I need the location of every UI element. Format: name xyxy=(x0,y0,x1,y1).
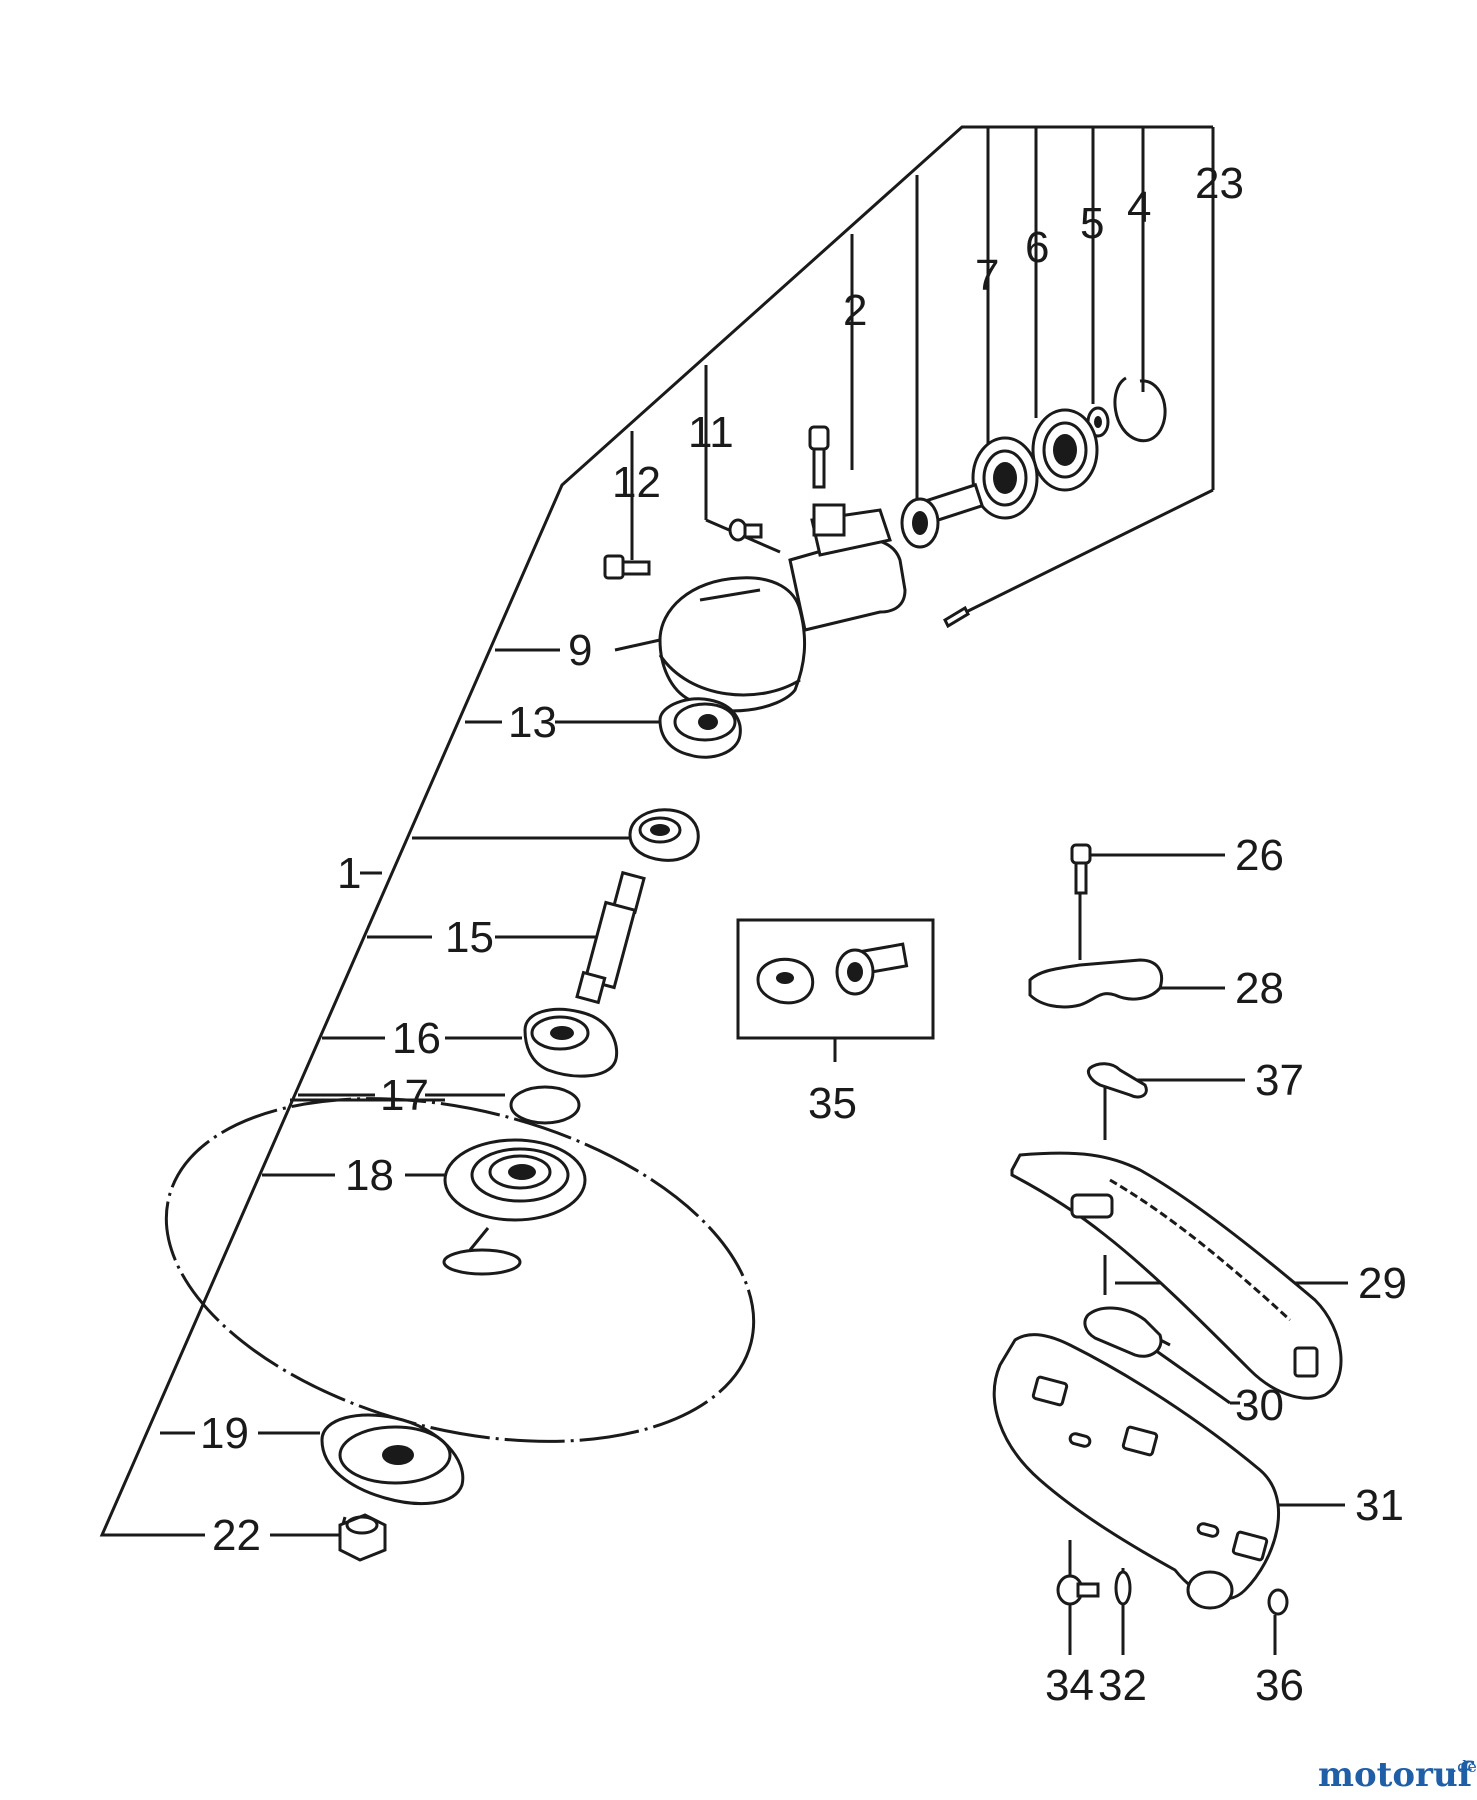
watermark-suffix: .de xyxy=(1452,1757,1477,1776)
label-6: 6 xyxy=(1025,223,1049,272)
bevel-gear xyxy=(628,808,700,862)
label-34: 34 xyxy=(1045,1661,1094,1710)
shaft-15 xyxy=(575,870,646,1005)
label-13: 13 xyxy=(508,698,557,747)
label-15: 15 xyxy=(445,913,494,962)
label-35: 35 xyxy=(808,1079,857,1128)
label-16: 16 xyxy=(392,1014,441,1063)
label-17: 17 xyxy=(380,1071,429,1120)
pinion-gear xyxy=(900,482,985,549)
label-4: 4 xyxy=(1127,183,1151,232)
label-7: 7 xyxy=(975,251,999,300)
label-23: 23 xyxy=(1195,159,1244,208)
clip-37 xyxy=(1086,1062,1148,1099)
label-9: 9 xyxy=(568,626,592,675)
label-18: 18 xyxy=(345,1151,394,1200)
blade-guard xyxy=(1010,1151,1343,1400)
circular-blade xyxy=(164,1097,756,1443)
guard-plate xyxy=(992,1333,1281,1610)
bolt-12 xyxy=(603,554,651,580)
blade-shaft-assembly xyxy=(164,808,756,1562)
bracket-30 xyxy=(1083,1306,1163,1358)
label-19: 19 xyxy=(200,1409,249,1458)
gear-kit xyxy=(756,942,909,1005)
bearing-16 xyxy=(523,1007,619,1078)
bolt-34 xyxy=(1056,1574,1100,1606)
blade-holder xyxy=(443,1138,587,1222)
label-1: 1 xyxy=(337,849,361,898)
label-30: 30 xyxy=(1235,1381,1284,1430)
bearing-13 xyxy=(658,697,742,759)
label-28: 28 xyxy=(1235,964,1284,1013)
label-31: 31 xyxy=(1355,1481,1404,1530)
label-36: 36 xyxy=(1255,1661,1304,1710)
part-labels: 23 4 5 6 7 2 11 12 9 13 1 15 16 17 18 19… xyxy=(200,159,1407,1710)
screw-2 xyxy=(808,425,830,489)
snap-ring xyxy=(509,1085,581,1125)
kit-gear-a xyxy=(756,957,815,1005)
watermark-logo: motoruf .de xyxy=(1318,1755,1477,1795)
nut-36 xyxy=(1267,1588,1289,1616)
screw-26 xyxy=(1070,843,1092,895)
label-37: 37 xyxy=(1255,1056,1304,1105)
screw-11 xyxy=(728,518,763,542)
label-11: 11 xyxy=(688,408,734,457)
watermark-text: motoruf xyxy=(1318,1755,1475,1795)
label-22: 22 xyxy=(212,1511,261,1560)
label-12: 12 xyxy=(612,458,661,507)
clamp-28 xyxy=(1028,958,1164,1009)
gear-housing xyxy=(658,503,907,713)
label-2: 2 xyxy=(843,286,867,335)
circlip xyxy=(1113,376,1167,443)
label-32: 32 xyxy=(1098,1661,1147,1710)
kit-gear-b xyxy=(835,942,909,996)
label-29: 29 xyxy=(1358,1259,1407,1308)
guard-assembly xyxy=(992,843,1343,1616)
gearbox-assembly xyxy=(603,376,1167,759)
washer-32 xyxy=(1114,1570,1132,1606)
outer-washer xyxy=(320,1413,465,1506)
label-5: 5 xyxy=(1080,199,1104,248)
nut xyxy=(338,1513,387,1562)
label-26: 26 xyxy=(1235,831,1284,880)
